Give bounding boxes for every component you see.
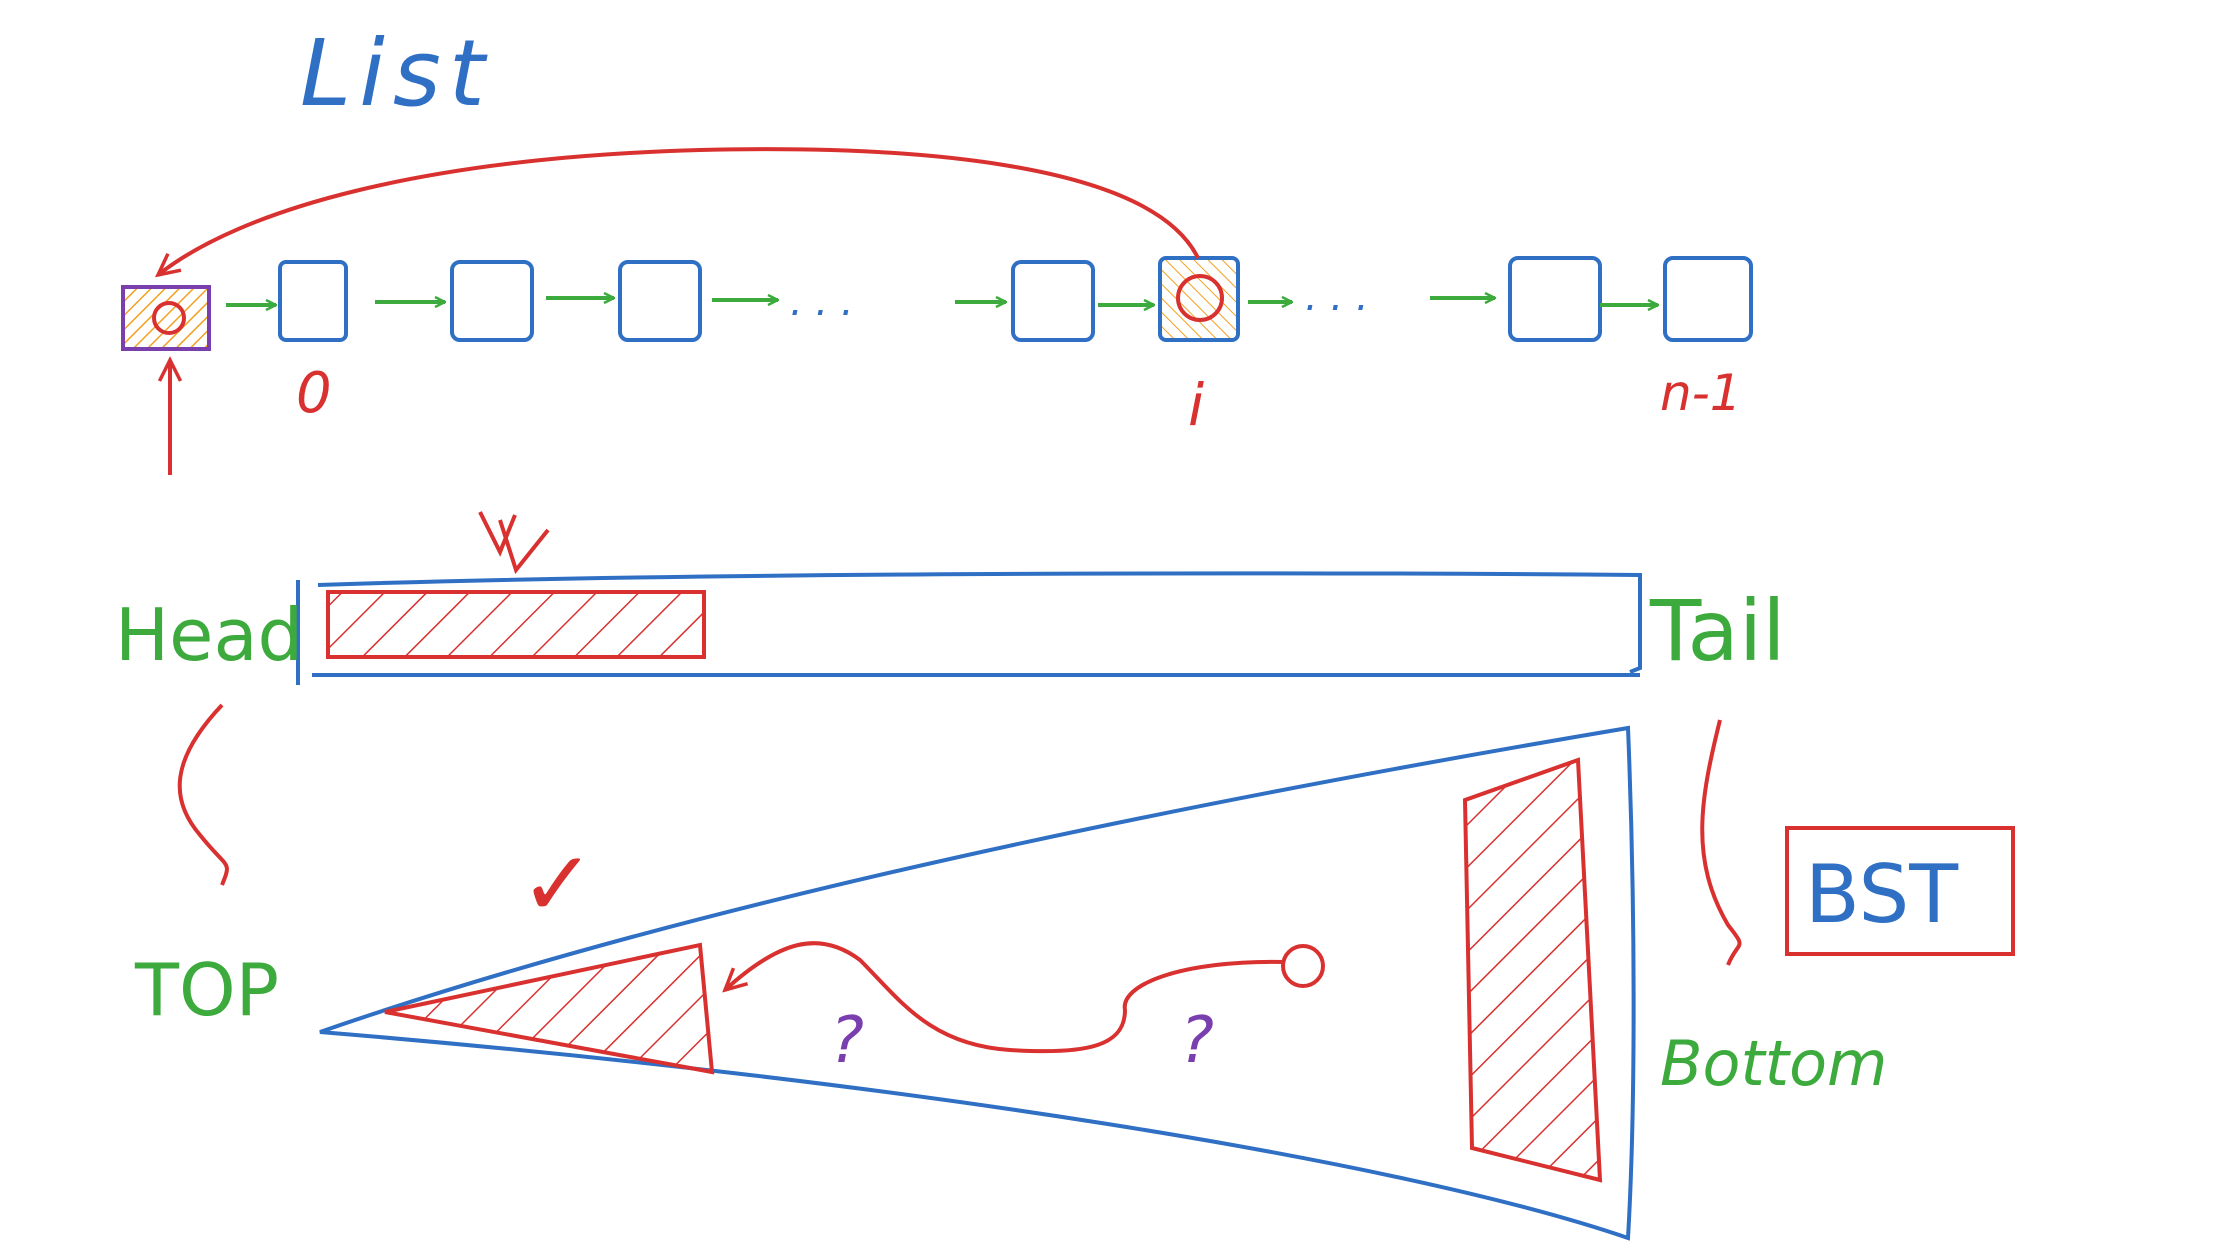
queue-bar: Head Tail <box>115 511 1786 685</box>
top-region <box>384 942 715 1075</box>
linked-list: . . . . . . 0 i n-1 <box>121 147 1753 475</box>
list-ellipsis-2: . . . <box>1305 274 1369 320</box>
page-title: List <box>300 20 493 127</box>
top-label: TOP <box>134 948 279 1032</box>
move-to-front-arrow <box>158 147 1200 275</box>
hot-region <box>326 590 706 659</box>
list-ellipsis-1: . . . <box>790 279 854 325</box>
sentinel-node <box>121 285 211 351</box>
bst-label: BST <box>1805 848 1959 941</box>
bst-box: BST <box>1785 826 2015 956</box>
search-path-arrow <box>725 941 1286 1054</box>
list-node <box>450 260 534 342</box>
question-mark-1: ? <box>830 1004 864 1078</box>
list-node <box>278 260 348 342</box>
index-label-i: i <box>1188 371 1204 439</box>
check-mark: ✓ <box>520 832 595 937</box>
double-down-arrow <box>478 511 550 575</box>
list-node <box>1508 256 1602 342</box>
list-node <box>1663 256 1753 342</box>
bottom-label: Bottom <box>1660 1027 1887 1100</box>
bottom-region <box>1462 757 1603 1183</box>
head-label: Head <box>115 593 303 677</box>
left-brace <box>177 703 229 886</box>
list-node-i <box>1158 256 1240 342</box>
question-mark-2: ? <box>1180 1004 1214 1078</box>
next-pointers <box>226 298 1658 305</box>
tail-label: Tail <box>1649 582 1786 680</box>
right-brace <box>1700 719 1742 966</box>
list-node <box>1011 260 1095 342</box>
list-node <box>618 260 702 342</box>
index-label-n-1: n-1 <box>1660 364 1742 422</box>
search-start-node <box>1281 944 1325 988</box>
tree-cone: ? ? ✓ TOP Bottom <box>134 725 1887 1241</box>
index-label-0: 0 <box>296 361 332 426</box>
